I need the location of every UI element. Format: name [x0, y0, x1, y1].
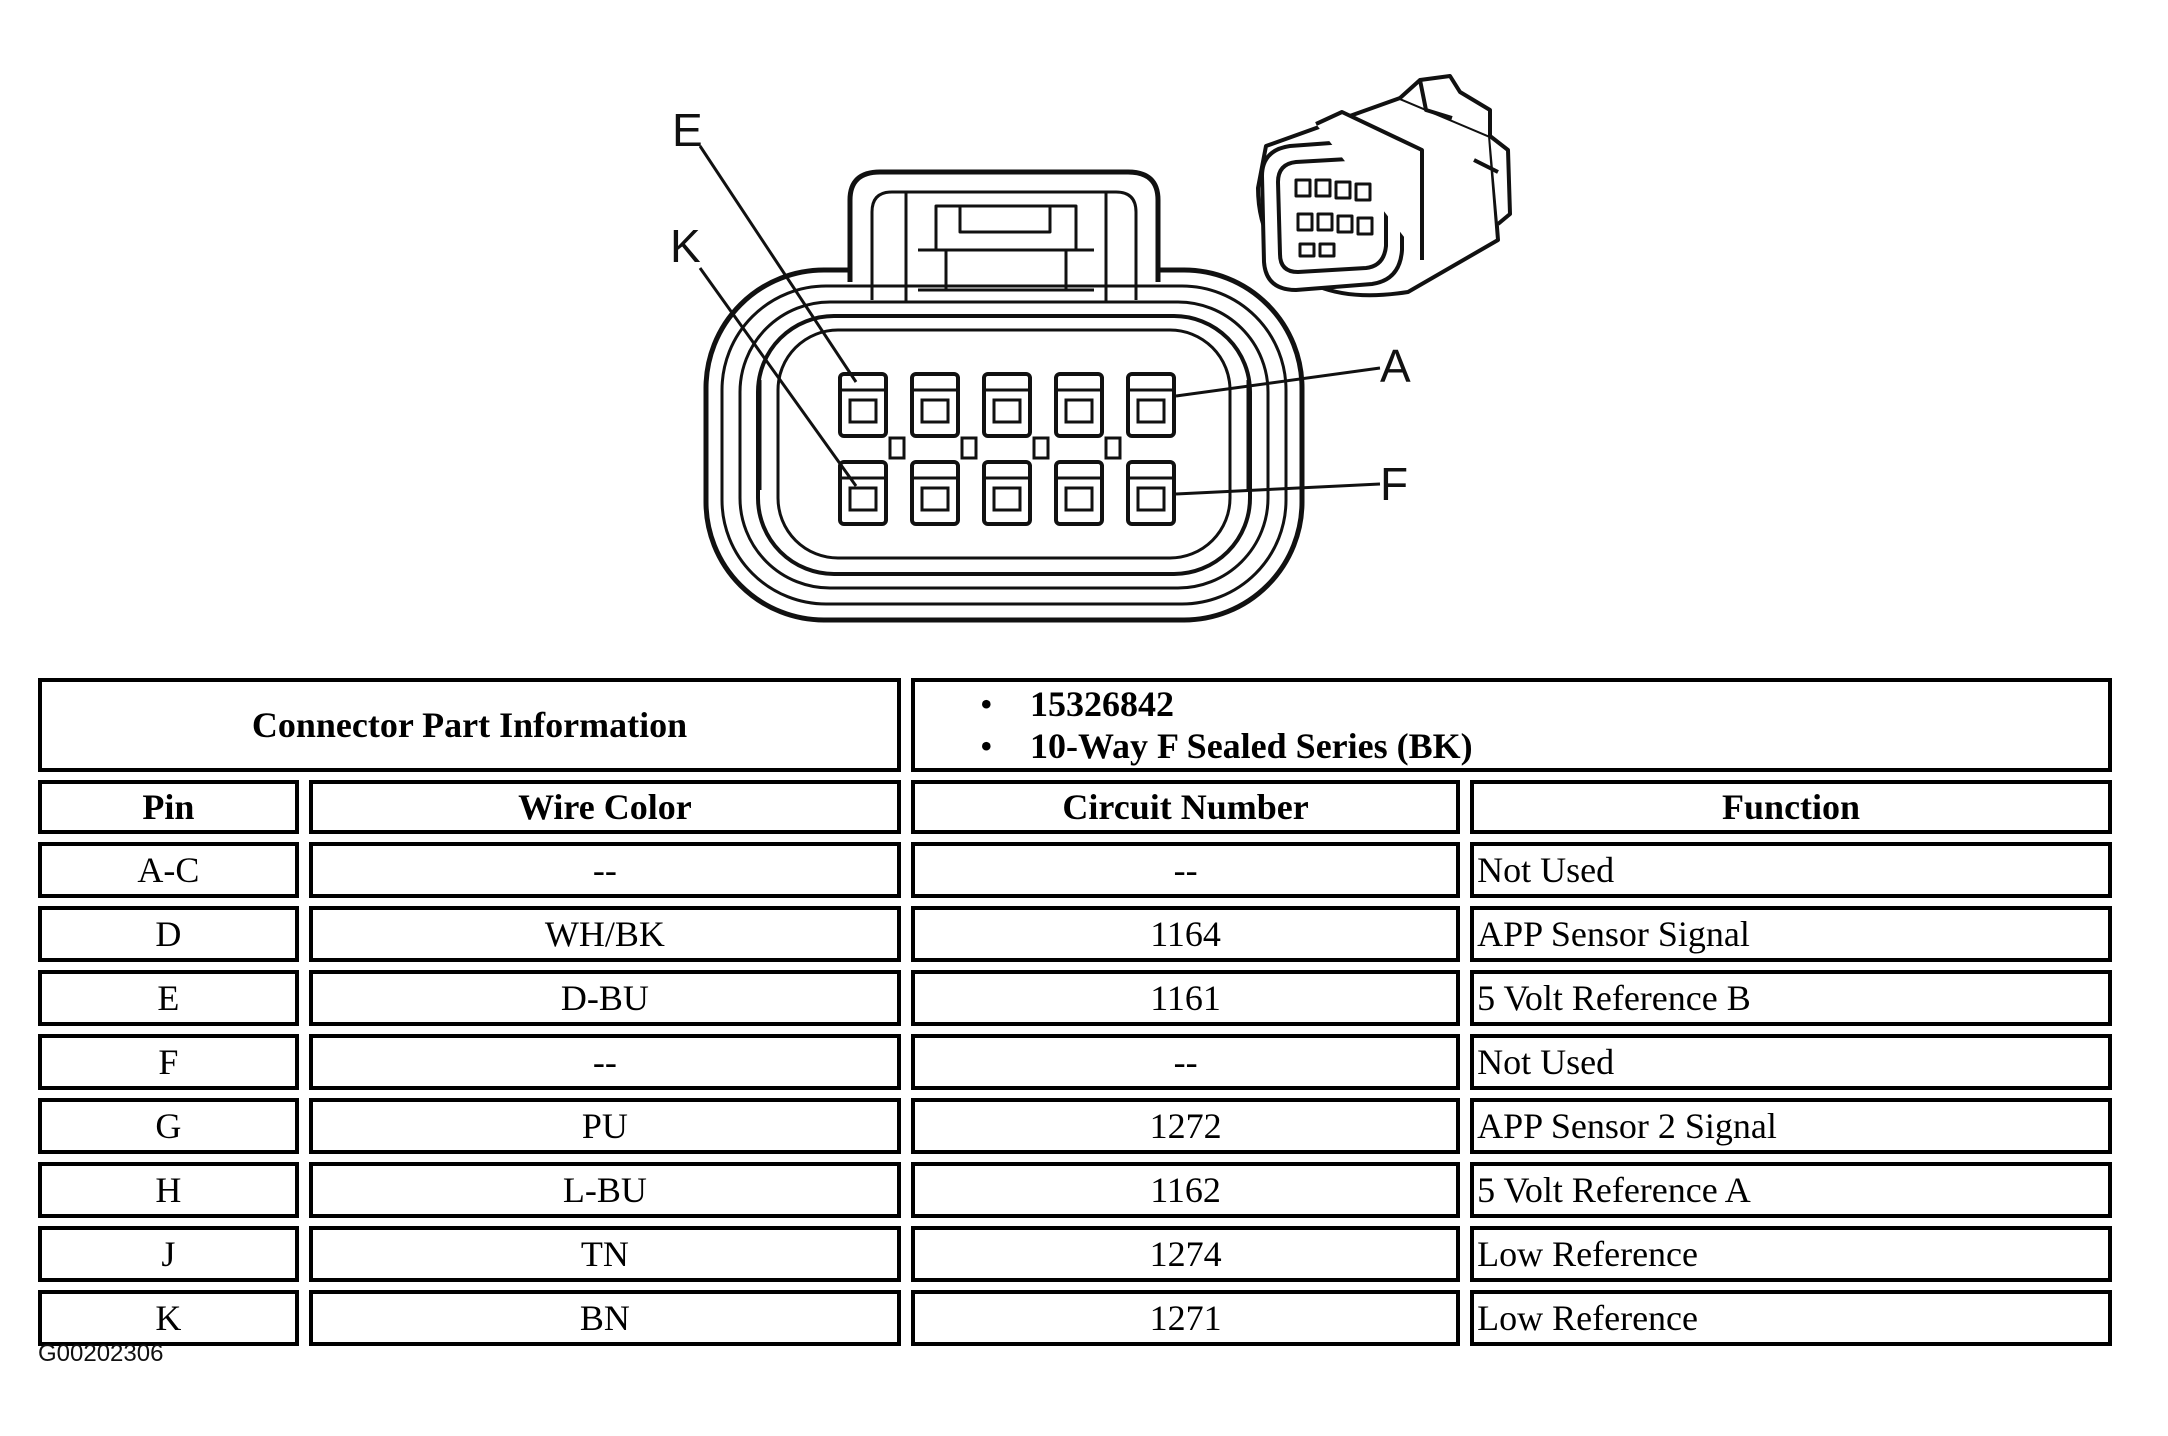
circuit-number-cell: 1274 [911, 1226, 1461, 1282]
circuit-number-cell: -- [911, 1034, 1461, 1090]
circuit-number-cell: -- [911, 842, 1461, 898]
pin-cell: H [38, 1162, 299, 1218]
circuit-number-cell: 1161 [911, 970, 1461, 1026]
function-cell: APP Sensor 2 Signal [1470, 1098, 2112, 1154]
wire-color-cell: -- [308, 842, 902, 898]
part-info-label: Connector Part Information [251, 705, 688, 745]
terminal-cavity [982, 372, 1032, 438]
table-row: H L-BU 1162 5 Volt Reference A [38, 1162, 2112, 1218]
pin-cell: K [38, 1290, 299, 1346]
cavity-separator [888, 436, 906, 460]
table-row: K BN 1271 Low Reference [38, 1290, 2112, 1346]
cavity-separator [1104, 436, 1122, 460]
table-row: J TN 1274 Low Reference [38, 1226, 2112, 1282]
connector-shell-ring [738, 300, 1270, 590]
header-circuit-number: Circuit Number [911, 780, 1461, 834]
callout-e-leader [698, 145, 858, 383]
table-header-row: Pin Wire Color Circuit Number Function [38, 780, 2112, 834]
terminal-cavity [1054, 460, 1104, 526]
callout-a-leader [1175, 366, 1381, 398]
connector-cavity [776, 328, 1232, 560]
part-number: 15326842 [980, 683, 2103, 725]
part-info-values-cell: 15326842 10-Way F Sealed Series (BK) [911, 678, 2112, 772]
wire-color-cell: D-BU [308, 970, 902, 1026]
part-info-row: Connector Part Information 15326842 10-W… [38, 678, 2112, 772]
function-cell: Not Used [1470, 842, 2112, 898]
terminal-cavity [1054, 372, 1104, 438]
wire-color-cell: BN [308, 1290, 902, 1346]
figure-code: G00202306 [38, 1340, 164, 1367]
header-function: Function [1470, 780, 2112, 834]
table-row: D WH/BK 1164 APP Sensor Signal [38, 906, 2112, 962]
wire-color-cell: L-BU [308, 1162, 902, 1218]
pin-table: Connector Part Information 15326842 10-W… [28, 670, 2122, 1354]
function-cell: Not Used [1470, 1034, 2112, 1090]
terminal-cavity [838, 372, 888, 438]
circuit-number-cell: 1271 [911, 1290, 1461, 1346]
wire-color-cell: PU [308, 1098, 902, 1154]
table-row: G PU 1272 APP Sensor 2 Signal [38, 1098, 2112, 1154]
callout-f-leader [1175, 482, 1381, 496]
header-wire-color: Wire Color [308, 780, 902, 834]
pin-cell: D [38, 906, 299, 962]
circuit-number-cell: 1164 [911, 906, 1461, 962]
wire-color-cell: TN [308, 1226, 902, 1282]
connector-shell-outer [703, 267, 1305, 623]
wire-color-cell: -- [308, 1034, 902, 1090]
connector-series: 10-Way F Sealed Series (BK) [980, 725, 2103, 767]
connector-shell-inner [756, 314, 1252, 576]
circuit-number-cell: 1272 [911, 1098, 1461, 1154]
cavity-separator [1032, 436, 1050, 460]
callout-k-leader [698, 267, 858, 487]
function-cell: APP Sensor Signal [1470, 906, 2112, 962]
part-info-list: 15326842 10-Way F Sealed Series (BK) [920, 683, 2103, 767]
circuit-number-cell: 1162 [911, 1162, 1461, 1218]
callout-f-label: F [1380, 458, 1408, 510]
callout-e-label: E [672, 104, 703, 156]
connector-latch [847, 169, 1161, 304]
table-row: A-C -- -- Not Used [38, 842, 2112, 898]
function-cell: 5 Volt Reference A [1470, 1162, 2112, 1218]
terminal-cavity [1126, 372, 1176, 438]
table-row: F -- -- Not Used [38, 1034, 2112, 1090]
connector-face-diagram: E K A F [670, 74, 1512, 623]
cavity-separator [960, 436, 978, 460]
function-cell: Low Reference [1470, 1226, 2112, 1282]
function-cell: Low Reference [1470, 1290, 2112, 1346]
pin-cell: E [38, 970, 299, 1026]
terminal-cavity [982, 460, 1032, 526]
terminal-cavity [910, 372, 960, 438]
function-cell: 5 Volt Reference B [1470, 970, 2112, 1026]
terminal-cavity [910, 460, 960, 526]
pin-cell: F [38, 1034, 299, 1090]
pin-cell: A-C [38, 842, 299, 898]
terminal-cavity [1126, 460, 1176, 526]
callout-a-label: A [1380, 340, 1411, 392]
callout-k-label: K [670, 220, 701, 272]
part-info-label-cell: Connector Part Information [38, 678, 902, 772]
header-pin: Pin [38, 780, 299, 834]
terminal-cavity [838, 460, 888, 526]
pin-cell: J [38, 1226, 299, 1282]
connector-shell-ring [720, 284, 1288, 606]
pin-cell: G [38, 1098, 299, 1154]
wire-color-cell: WH/BK [308, 906, 902, 962]
table-row: E D-BU 1161 5 Volt Reference B [38, 970, 2112, 1026]
connector-isometric-icon [1256, 74, 1512, 298]
